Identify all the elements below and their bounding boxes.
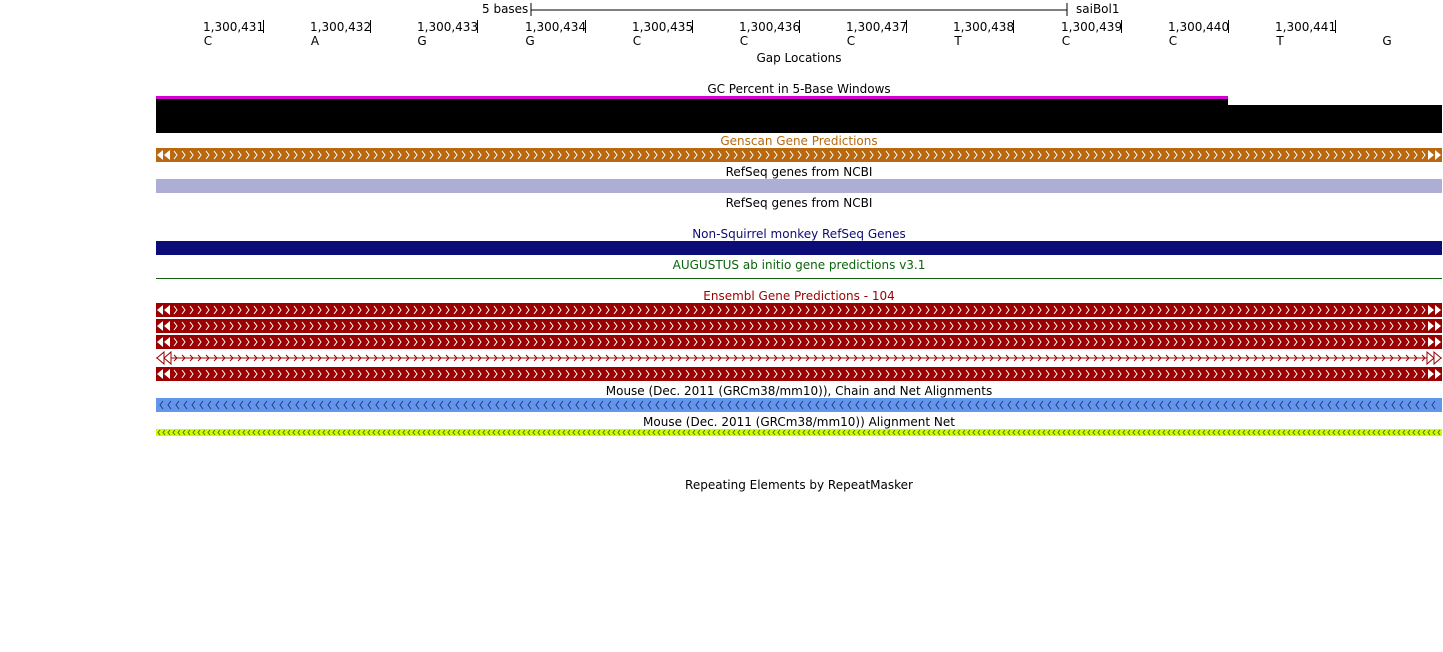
scale-bar-label: 5 bases [482,2,529,16]
position-tick [585,20,586,33]
position-label: 1,300,431 [203,20,265,34]
track-label-repeatmasker[interactable]: Repeating Elements by RepeatMasker [685,478,913,492]
base-letter: T [1276,34,1284,48]
mouse-chain-feature[interactable] [156,398,1442,412]
position-label: 1,300,436 [739,20,801,34]
base-letter: A [310,34,320,48]
position-tick [799,20,800,33]
augustus-feature[interactable] [156,278,1442,279]
position-label: 1,300,432 [310,20,372,34]
gc-percent-bar[interactable] [1228,105,1442,133]
refseq-feature[interactable] [156,179,1442,193]
position-label: 1,300,440 [1168,20,1230,34]
position-label: 1,300,437 [846,20,908,34]
position-tick [263,20,264,33]
position-tick [1013,20,1014,33]
position-tick [370,20,371,33]
base-letter: G [1382,34,1392,48]
base-letter: C [846,34,856,48]
base-letter: C [1168,34,1178,48]
position-tick [1335,20,1336,33]
track-label-gc-percent[interactable]: GC Percent in 5-Base Windows [707,82,891,96]
non-squirrel-refseq-feature[interactable] [156,241,1442,255]
base-letter: G [417,34,427,48]
track-label-augustus[interactable]: AUGUSTUS ab initio gene predictions v3.1 [672,258,926,272]
base-letter: T [954,34,962,48]
mouse-net-feature[interactable] [156,429,1442,436]
track-label-refseq-ncbi-2[interactable]: RefSeq genes from NCBI [725,196,873,210]
position-label: 1,300,434 [525,20,587,34]
position-tick [1228,20,1229,33]
track-label-refseq-ncbi[interactable]: RefSeq genes from NCBI [725,165,873,179]
position-label: 1,300,439 [1061,20,1123,34]
scale-bar [530,3,1068,16]
position-label: 1,300,435 [632,20,694,34]
position-label: 1,300,441 [1275,20,1337,34]
position-label: 1,300,438 [953,20,1015,34]
base-letter: C [1061,34,1071,48]
base-letter: C [739,34,749,48]
position-tick [692,20,693,33]
track-label-mouse-chain[interactable]: Mouse (Dec. 2011 (GRCm38/mm10)), Chain a… [605,384,993,398]
position-tick [1121,20,1122,33]
gc-percent-line [156,96,1228,99]
position-label: 1,300,433 [417,20,479,34]
position-tick [477,20,478,33]
track-label-mouse-net[interactable]: Mouse (Dec. 2011 (GRCm38/mm10)) Alignmen… [643,415,955,429]
base-letter: C [203,34,213,48]
track-label-non-squirrel-refseq[interactable]: Non-Squirrel monkey RefSeq Genes [692,227,906,241]
position-tick [906,20,907,33]
assembly-label: saiBol1 [1076,2,1120,16]
track-label-genscan[interactable]: Genscan Gene Predictions [720,134,878,148]
genscan-feature[interactable] [156,148,1442,162]
track-label-gap-locations[interactable]: Gap Locations [756,51,842,65]
track-label-ensembl[interactable]: Ensembl Gene Predictions - 104 [703,289,895,303]
base-letter: G [525,34,535,48]
ensembl-features[interactable] [156,303,1442,381]
gc-percent-bar[interactable] [156,99,1228,133]
base-letter: C [632,34,642,48]
